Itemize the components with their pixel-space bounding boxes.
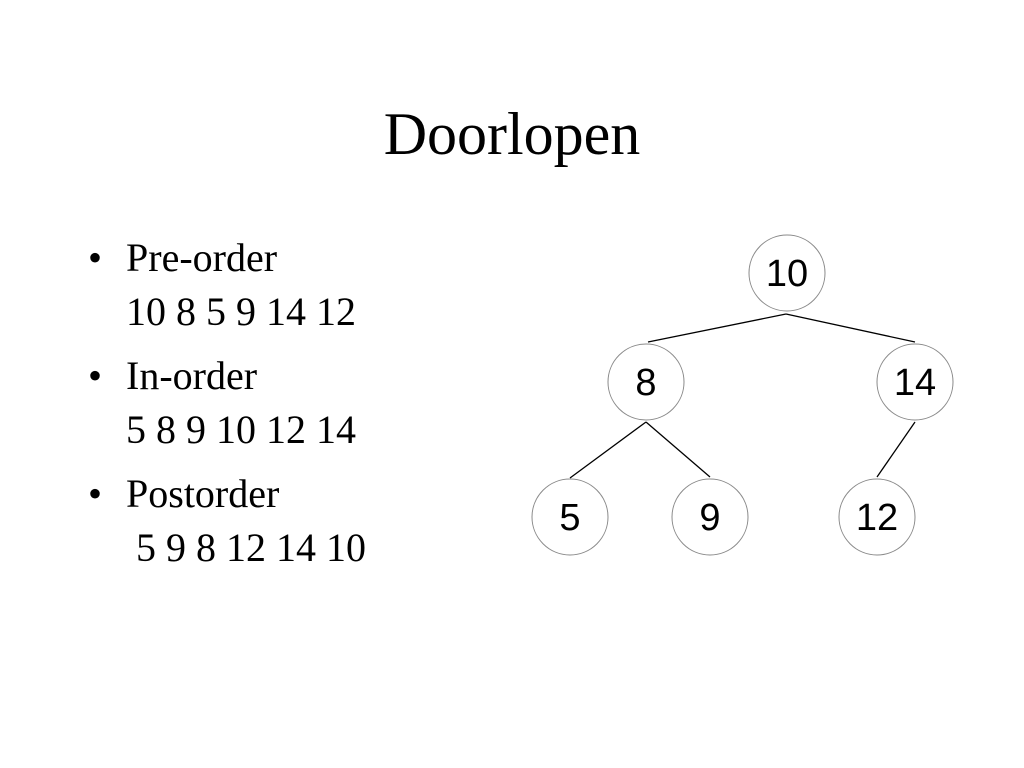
edge-14-12 — [876, 421, 916, 478]
traversal-label: Postorder — [126, 471, 280, 516]
tree-edges — [569, 313, 916, 479]
bullet-icon: • — [88, 235, 103, 280]
traversal-label: In-order — [126, 353, 258, 398]
tree-node-10: 10 — [748, 234, 826, 312]
node-value: 8 — [635, 362, 656, 404]
node-circle — [876, 343, 954, 421]
node-circle — [671, 478, 749, 556]
node-circle — [607, 343, 685, 421]
bullet-icon: • — [88, 353, 103, 398]
node-circle — [531, 478, 609, 556]
traversal-list: • Pre-order 10 8 5 9 14 12 • In-order 5 … — [88, 231, 508, 585]
node-value: 9 — [699, 497, 720, 539]
tree-node-9: 9 — [671, 478, 749, 556]
traversal-sequence: 5 9 8 12 14 10 — [126, 525, 366, 570]
node-value: 14 — [894, 362, 936, 404]
edge-10-8 — [647, 313, 787, 343]
node-value: 10 — [766, 253, 808, 295]
list-item-postorder: • Postorder 5 9 8 12 14 10 — [88, 467, 508, 575]
edge-10-14 — [785, 313, 916, 343]
tree-node-14: 14 — [876, 343, 954, 421]
node-circle — [748, 234, 826, 312]
edge-8-5 — [569, 421, 647, 479]
tree-node-8: 8 — [607, 343, 685, 421]
node-value: 12 — [856, 497, 898, 539]
edge-8-9 — [645, 421, 711, 478]
tree-node-5: 5 — [531, 478, 609, 556]
traversal-sequence: 10 8 5 9 14 12 — [126, 289, 356, 334]
list-item-inorder: • In-order 5 8 9 10 12 14 — [88, 349, 508, 457]
page-title: Doorlopen — [383, 101, 641, 167]
node-circle — [838, 478, 916, 556]
tree-node-12: 12 — [838, 478, 916, 556]
traversal-label: Pre-order — [126, 235, 278, 280]
list-item-preorder: • Pre-order 10 8 5 9 14 12 — [88, 231, 508, 339]
traversal-sequence: 5 8 9 10 12 14 — [126, 407, 356, 452]
bullet-icon: • — [88, 471, 103, 516]
node-value: 5 — [559, 497, 580, 539]
